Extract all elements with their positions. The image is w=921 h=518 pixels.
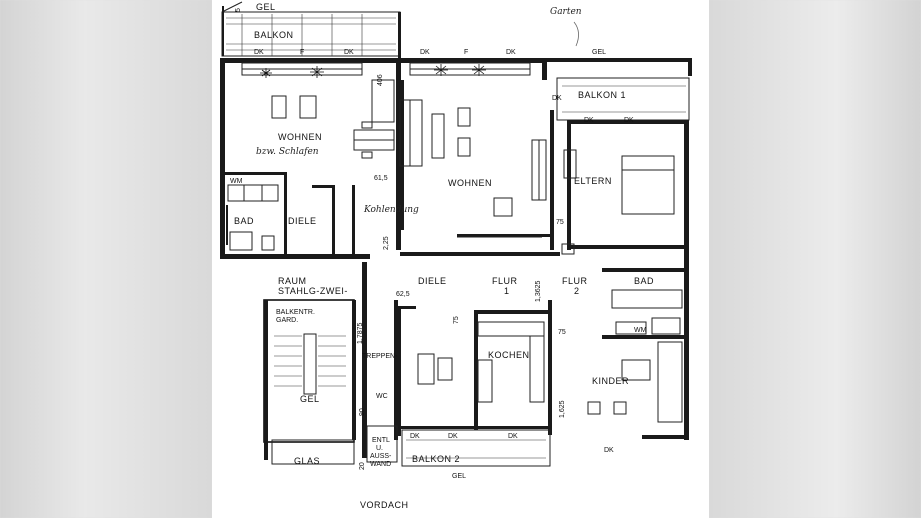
label-entl-2: U. [376, 445, 383, 452]
dimension-1-7875: 1,7875 [357, 322, 364, 344]
dimension-20: 20 [359, 462, 366, 470]
marker-dk-3: DK [420, 49, 430, 56]
label-stahlg-1: BALKENTR. [276, 309, 315, 316]
marker-gel-bottom: GEL [452, 473, 466, 480]
marker-dk-6: DK [584, 117, 594, 124]
marker-gel-top: GEL [256, 2, 276, 12]
room-eltern: ELTERN [574, 176, 612, 186]
left-bath [226, 184, 279, 251]
ceiling-lamps [260, 64, 486, 78]
room-flur-1-number: 1 [504, 286, 510, 296]
dimension-62-5: 62,5 [396, 291, 410, 298]
note-kohlendung: Kohlendung [363, 205, 419, 215]
marker-dk-2: DK [344, 49, 354, 56]
room-bad-right: BAD [634, 276, 654, 286]
floor-plan-drawing: GEL BALKON DK F DK DK F DK GEL Garten WO… [220, 1, 692, 510]
room-wohnen-left: WOHNEN [278, 132, 322, 142]
marker-gel-stairs: GEL [300, 394, 320, 404]
marker-dk-1: DK [254, 49, 264, 56]
dimension-75-a: 75 [556, 219, 564, 226]
room-kochen: KOCHEN [488, 350, 530, 360]
marker-gel-right: GEL [592, 49, 606, 56]
room-diele-center: DIELE [418, 276, 447, 286]
balcony-top-label: BALKON [254, 30, 294, 40]
marker-f-1: F [300, 49, 304, 56]
room-flur-2-number: 2 [574, 286, 580, 296]
dimension-61-5: 61,5 [374, 175, 388, 182]
sketch-arrow [573, 21, 579, 47]
balcony-2-label: BALKON 2 [412, 454, 460, 464]
dimension-5: 5 [235, 8, 242, 12]
left-living-furniture [271, 79, 395, 159]
room-bad-left: BAD [234, 216, 254, 226]
label-wc: WC [376, 393, 388, 400]
room-diele-left: DIELE [288, 216, 317, 226]
label-stahlg-2: GARD. [276, 317, 298, 324]
dimension-406: 406 [377, 74, 384, 86]
marker-dk-10: DK [508, 433, 518, 440]
room-wohnen-center: WOHNEN [448, 178, 492, 188]
blurred-background-right [709, 0, 921, 518]
dimension-1-3625: 1,3625 [535, 280, 542, 302]
label-entl-3: AUSS- [370, 453, 392, 460]
label-entl-4: WAND [370, 461, 391, 468]
marker-dk-4: DK [506, 49, 516, 56]
room-wohnen-left-note: bzw. Schlafen [256, 147, 319, 157]
dimension-90: 90 [359, 408, 366, 416]
right-unit-walls [556, 77, 690, 440]
left-unit-walls [220, 58, 401, 259]
label-treppenraum-2: STAHLG-ZWEI- [278, 286, 348, 296]
dimension-2-25: 2,25 [383, 236, 390, 250]
room-kinder: KINDER [592, 376, 629, 386]
dimension-1-625: 1,625 [559, 400, 566, 418]
dimension-75-b: 75 [453, 316, 460, 324]
balcony-1-label: BALKON 1 [578, 90, 626, 100]
blurred-background-left [0, 0, 212, 518]
label-glas: GLAS [294, 456, 320, 466]
note-garten: Garten [550, 7, 582, 17]
dimension-75-c: 75 [558, 329, 566, 336]
marker-dk-9: DK [448, 433, 458, 440]
floor-plan-sheet: GEL BALKON DK F DK DK F DK GEL Garten WO… [212, 0, 709, 518]
center-unit-walls [399, 58, 692, 256]
label-wm-right: WM [634, 327, 647, 334]
label-vordach: VORDACH [360, 500, 409, 510]
marker-f-2: F [464, 49, 468, 56]
top-balcony [221, 1, 401, 60]
staircase [263, 299, 356, 465]
marker-dk-5: DK [552, 95, 562, 102]
label-entl-1: ENTL [372, 437, 390, 444]
room-flur-1: FLUR [492, 276, 518, 286]
marker-dk-11: DK [604, 447, 614, 454]
label-treppenraum-1: RAUM [278, 276, 307, 286]
center-lower-walls [362, 262, 552, 467]
room-flur-2: FLUR [562, 276, 588, 286]
label-gard: TREPPEN- [362, 353, 398, 360]
marker-dk-7: DK [624, 117, 634, 124]
label-wm-left: WM [230, 178, 243, 185]
marker-dk-8: DK [410, 433, 420, 440]
